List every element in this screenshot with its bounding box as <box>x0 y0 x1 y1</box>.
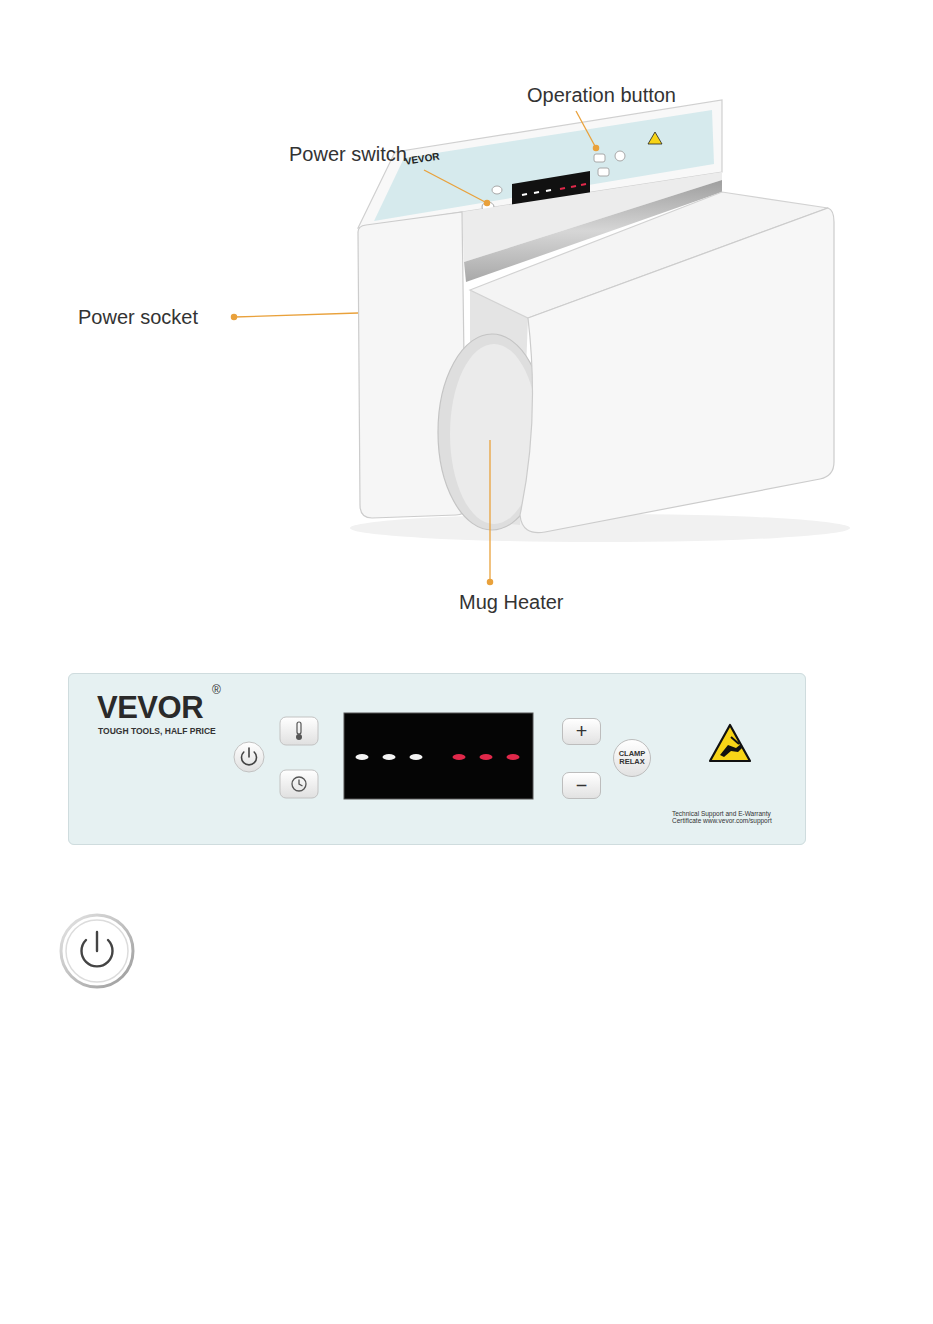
time-button <box>280 770 318 798</box>
leader-dot <box>231 314 236 319</box>
leader-dot <box>484 200 489 205</box>
power-symbol <box>82 932 113 966</box>
leader-lines <box>231 111 598 585</box>
button-label: CLAMP RELAX <box>617 750 647 766</box>
digit-dash <box>410 754 423 760</box>
digit-dash <box>522 194 527 195</box>
display-screen <box>344 713 533 799</box>
digit-dash <box>581 184 586 185</box>
digit-dash <box>507 754 520 760</box>
panel-ground <box>68 673 806 845</box>
leader-dot <box>593 145 598 150</box>
pinch-arrow <box>731 737 739 744</box>
minus-button: − <box>562 772 601 799</box>
part-name: Power socket <box>78 305 198 329</box>
button-symbol: − <box>576 774 588 797</box>
plus-button: + <box>562 718 601 745</box>
digit-dash <box>356 754 369 760</box>
clock-icon <box>292 777 306 791</box>
clamp-relax-button: CLAMP RELAX <box>613 739 651 777</box>
part-name: Operation button <box>527 83 676 107</box>
registered-mark: ® <box>212 683 221 697</box>
power-icon-large <box>61 915 133 987</box>
digit-dash <box>546 190 551 191</box>
mini-plus-button <box>594 154 605 162</box>
icon-face <box>66 920 128 982</box>
control-panel: VEVORTOUGH TOOLS, HALF PRICE Technical Su… <box>68 673 806 845</box>
temperature-button <box>280 717 318 745</box>
support-note: Technical Support and E-Warranty Certifi… <box>672 810 796 825</box>
leader-line <box>234 313 358 317</box>
leader-line <box>424 170 487 203</box>
icon-ring <box>61 915 133 987</box>
mini-minus-button <box>598 168 609 176</box>
digit-dash <box>560 188 565 189</box>
brand-slogan: TOUGH TOOLS, HALF PRICE <box>98 727 216 737</box>
clock-hands <box>299 780 303 787</box>
part-name: Mug Heater <box>459 590 564 614</box>
power-button <box>234 742 264 772</box>
mini-clamp-button <box>615 151 625 161</box>
digit-dash <box>383 754 396 760</box>
hand-pinch-icon <box>720 744 743 757</box>
mini-display-digits <box>522 184 586 195</box>
digit-dash <box>571 186 576 187</box>
clamp-front <box>520 208 834 533</box>
leader-line <box>489 440 490 582</box>
digit-dash <box>480 754 493 760</box>
part-name: Power switch <box>289 142 407 166</box>
mug-press-illustration <box>350 100 850 542</box>
thermometer-bulb <box>296 734 302 740</box>
digit-dash <box>453 754 466 760</box>
brand-logo: VEVOR <box>97 690 203 726</box>
display-digits <box>356 754 520 760</box>
digit-dash <box>534 192 539 193</box>
control-panel-artwork <box>68 673 806 845</box>
mini-temp-button <box>492 186 502 194</box>
thermometer-icon <box>297 722 301 734</box>
leader-dot <box>487 579 492 584</box>
power-symbol <box>242 748 257 765</box>
mini-warning-sign <box>648 132 662 144</box>
leader-line <box>576 111 596 148</box>
warning-triangle <box>710 725 750 761</box>
button-symbol: + <box>576 720 588 743</box>
